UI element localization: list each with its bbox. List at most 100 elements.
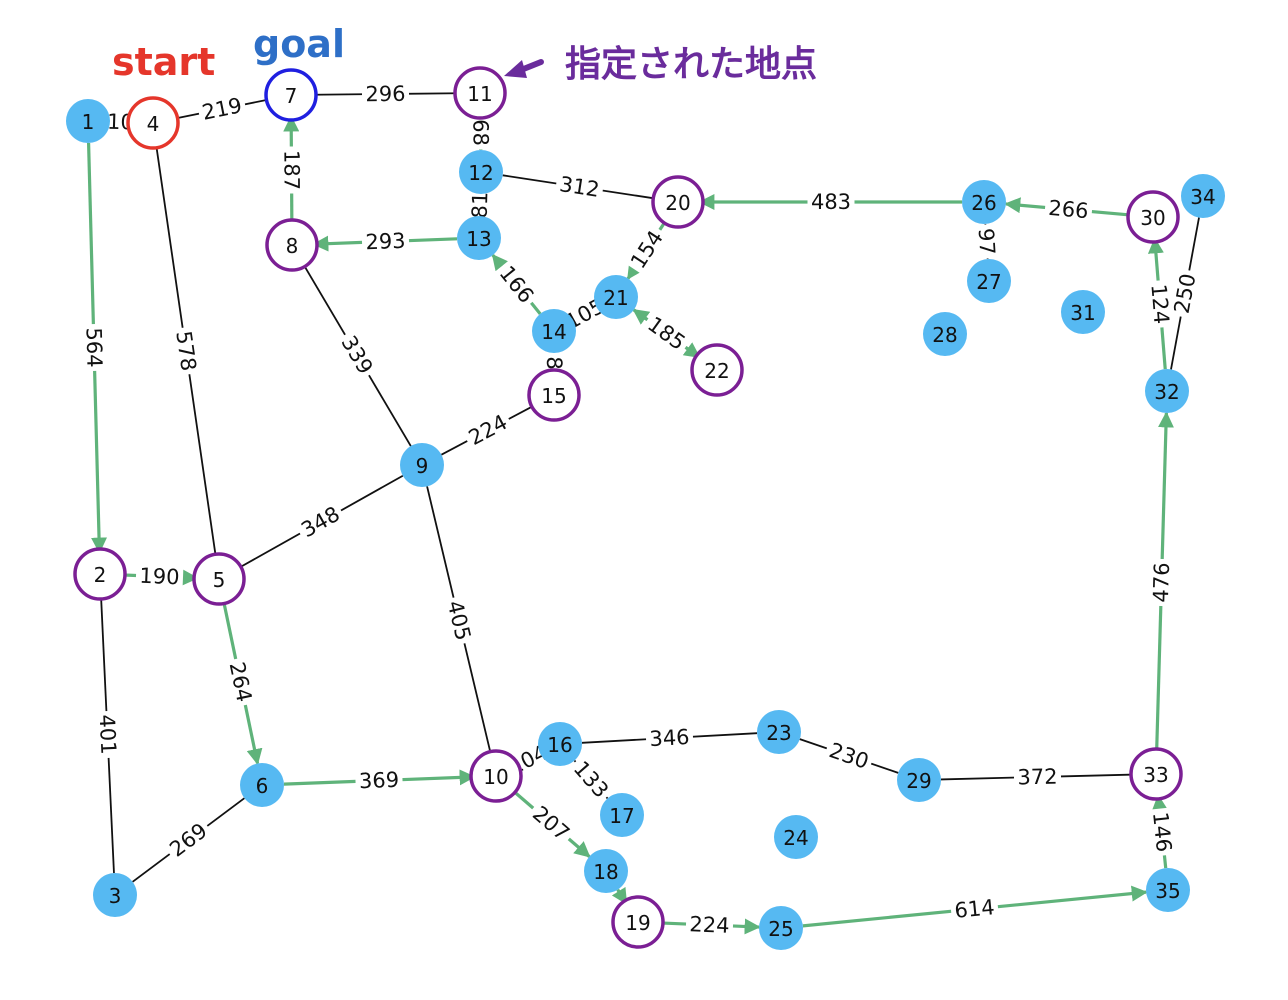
edge-weight-19-25: 224 (685, 912, 734, 938)
edge-weight-text: 224 (689, 912, 730, 938)
edge-weight-bg (94, 710, 121, 759)
node-label: 15 (541, 384, 566, 408)
edge-weight-text: 312 (558, 172, 601, 202)
edge-weight-6-10: 369 (355, 767, 403, 794)
node-label: 9 (416, 454, 429, 478)
node-circle (1146, 868, 1190, 912)
node-label: 24 (783, 826, 808, 850)
node-circle (967, 259, 1011, 303)
node-circle (453, 66, 507, 120)
edge-weight-text: 483 (811, 190, 851, 214)
edge-weight-bg (135, 563, 184, 590)
node-20: 20 (651, 175, 705, 229)
edge-weight-12-20: 312 (554, 171, 605, 203)
node-14: 14 (532, 309, 576, 353)
edge-weight-14-13: 166 (492, 258, 541, 311)
node-circle (1181, 174, 1225, 218)
waypoint-annotation: 指定された地点 (565, 44, 817, 85)
edge-weight-text: 401 (95, 714, 121, 755)
node-label: 4 (147, 112, 160, 136)
edge-weight-16-17: 133 (566, 753, 616, 806)
node-33: 33 (1129, 747, 1183, 801)
edge-weight-2-3: 401 (94, 710, 121, 759)
node-35: 35 (1146, 868, 1190, 912)
edge-weight-32-30: 124 (1146, 279, 1174, 329)
node-23: 23 (757, 710, 801, 754)
node-21: 21 (594, 275, 638, 319)
edge-weight-bg (1147, 807, 1177, 857)
node-circle (527, 368, 581, 422)
edge-weight-13-8: 293 (361, 228, 410, 255)
node-11: 11 (453, 66, 507, 120)
node-13: 13 (457, 216, 501, 260)
edge-weight-12-13: 81 (467, 187, 493, 223)
annotations: start goal 指定された地点 (112, 22, 817, 85)
node-circle (759, 906, 803, 950)
edge-weight-11-12: 68 (468, 115, 493, 150)
node-circle (1145, 369, 1189, 413)
edge-weight-bg (973, 223, 1000, 260)
edge-weight-21-22: 185 (640, 310, 693, 357)
edge-weight-text: 296 (365, 82, 405, 106)
edge-weight-bg (223, 656, 258, 708)
node-label: 23 (766, 721, 791, 745)
node-label: 10 (483, 765, 508, 789)
node-circle (532, 309, 576, 353)
edge-weight-text: 372 (1017, 764, 1058, 789)
edge-weight-5-6: 264 (223, 656, 258, 708)
edge-weight-text: 293 (365, 229, 406, 254)
node-circle (264, 68, 318, 122)
edge-weight-text: 564 (81, 327, 106, 368)
edge-weight-bg (640, 310, 693, 357)
edge-weight-bg (441, 594, 477, 647)
node-circle (774, 815, 818, 859)
node-3: 3 (93, 873, 137, 917)
edge-weight-text: 346 (649, 725, 690, 751)
goal-annotation: goal (253, 22, 345, 66)
node-circle (469, 749, 523, 803)
edge-weight-34-32: 250 (1168, 268, 1202, 319)
node-circle (240, 763, 284, 807)
node-circle (1126, 190, 1180, 244)
node-4: 4 (126, 96, 180, 150)
node-17: 17 (600, 793, 644, 837)
nodes-layer: 1234567891011121314151617181920212223242… (66, 66, 1225, 950)
node-circle (459, 150, 503, 194)
node-label: 20 (665, 191, 690, 215)
node-circle (923, 312, 967, 356)
edge-weight-20-21: 154 (624, 223, 670, 276)
edge-weight-26-20: 483 (807, 190, 855, 214)
node-label: 32 (1154, 380, 1179, 404)
node-label: 34 (1190, 185, 1215, 209)
node-circle (457, 216, 501, 260)
edge-weight-text: 264 (225, 660, 257, 704)
edge-weight-text: 81 (468, 191, 493, 218)
node-label: 19 (625, 911, 650, 935)
edge-weight-bg (361, 81, 410, 107)
edge-weight-bg (949, 894, 1000, 924)
node-24: 24 (774, 815, 818, 859)
node-label: 29 (906, 769, 931, 793)
node-circle (73, 547, 127, 601)
node-circle (897, 758, 941, 802)
edge-weight-bg (361, 228, 410, 255)
edge-weight-29-33: 372 (1013, 764, 1062, 790)
edge-weight-1-2: 564 (81, 323, 107, 372)
node-label: 26 (971, 191, 996, 215)
edge-weight-8-9: 339 (334, 328, 380, 382)
node-label: 17 (609, 804, 634, 828)
node-circle (594, 275, 638, 319)
edge-weight-bg (461, 408, 515, 452)
edge-weight-23-29: 230 (822, 737, 876, 775)
edge-weight-bg (1013, 764, 1062, 790)
edge-weight-9-10: 405 (441, 594, 477, 647)
node-circle (192, 552, 246, 606)
edge-weight-4-7: 219 (196, 92, 248, 126)
node-2: 2 (73, 547, 127, 601)
edge-weight-bg (492, 258, 541, 311)
node-label: 2 (94, 563, 107, 587)
edge-weight-text: 68 (468, 119, 492, 146)
start-annotation: start (112, 40, 215, 84)
pointer-arrow-icon (504, 59, 544, 78)
